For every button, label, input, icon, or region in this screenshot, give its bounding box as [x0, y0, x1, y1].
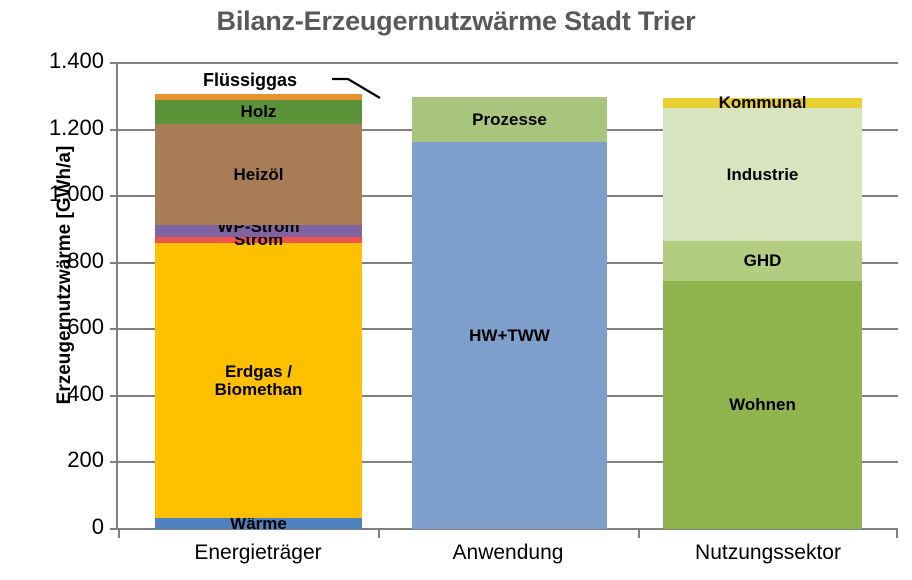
bar-segment-hw-tww[interactable]: HW+TWW	[412, 141, 607, 529]
bar-segment-label: Prozesse	[472, 109, 547, 129]
bar-segment-label: HW+TWW	[469, 325, 550, 345]
y-axis-tick-mark	[110, 62, 118, 64]
x-axis-line	[118, 528, 898, 530]
bar-segment-kommunal[interactable]: Kommunal	[663, 94, 862, 112]
bar-segment-label: Erdgas / Biomethan	[214, 361, 303, 399]
bar-segment-prozesse[interactable]: Prozesse	[412, 97, 607, 142]
bar-segment-fl-ssiggas[interactable]	[155, 93, 362, 100]
callout-label-fluessiggas: Flüssiggas	[203, 70, 298, 90]
x-axis-tick-mark	[638, 529, 640, 538]
x-axis-category-label: Anwendung	[452, 541, 564, 564]
bar-segment-label: GHD	[743, 251, 782, 271]
y-axis-tick-mark	[110, 128, 118, 131]
x-axis-category-label: Energieträger	[194, 541, 322, 564]
x-axis-tick-mark	[118, 529, 120, 538]
y-axis-line	[116, 63, 118, 530]
y-axis-tick-mark	[110, 261, 118, 264]
bar-segment-label: Holz	[240, 101, 277, 121]
x-axis-tick-mark	[896, 529, 898, 538]
y-axis-tick-label: 1.400	[48, 48, 104, 73]
bar-segment-wp-strom[interactable]: WP-Strom	[155, 218, 362, 238]
gridline	[118, 62, 898, 64]
y-axis-tick-label: 600	[67, 314, 104, 340]
y-axis-tick-label: 1.200	[48, 114, 104, 140]
bar-segment-label: Industrie	[726, 164, 799, 184]
chart-title: Bilanz-Erzeugernutzwärme Stadt Trier	[216, 6, 696, 36]
y-axis-tick-label: 800	[67, 247, 104, 273]
bar-segment-holz[interactable]: Holz	[155, 99, 362, 124]
y-axis-tick-label: 400	[67, 380, 104, 406]
y-axis-tick-mark	[110, 394, 118, 397]
y-axis-tick-mark	[110, 328, 118, 331]
bar-segment-erdgas-biomethan[interactable]: Erdgas / Biomethan	[155, 243, 362, 518]
x-axis-category-label: Nutzungssektor	[695, 541, 841, 564]
x-axis-tick-mark	[378, 529, 380, 538]
bar-segment-label: Heizöl	[233, 164, 284, 184]
bar-segment-industrie[interactable]: Industrie	[663, 108, 862, 242]
bar-segment-wohnen[interactable]: Wohnen	[663, 281, 862, 529]
bar-segment-ghd[interactable]: GHD	[663, 241, 862, 282]
bar-segment-w-rme[interactable]: Wärme	[155, 514, 362, 532]
bar-segment-strom[interactable]: Strom	[155, 231, 362, 249]
y-axis-tick-mark	[110, 461, 118, 464]
y-axis-tick-label: 1.000	[48, 181, 104, 207]
y-axis-tick-label: 0	[91, 514, 104, 539]
bar-segment-heiz-l[interactable]: Heizöl	[155, 123, 362, 226]
y-axis-tick-mark	[110, 195, 118, 198]
y-axis-tick-mark	[110, 528, 118, 530]
bar-segment-label: Wohnen	[729, 395, 796, 415]
y-axis-tick-label: 200	[67, 447, 104, 473]
